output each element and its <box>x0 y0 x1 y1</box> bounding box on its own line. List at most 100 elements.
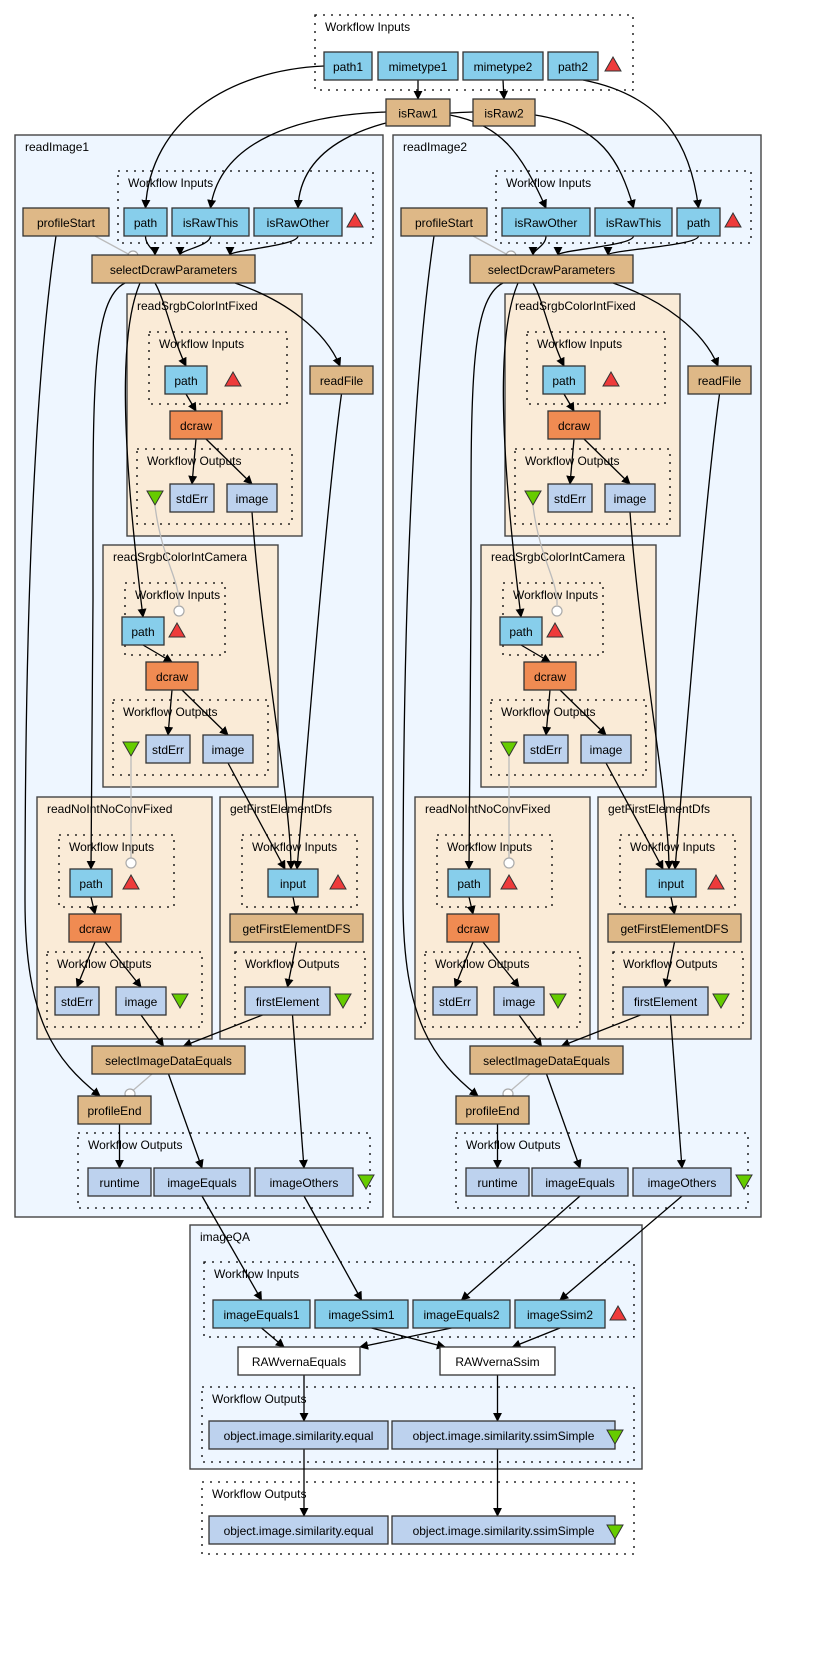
bottom-output-equal[interactable]: object.image.similarity.equal <box>208 1515 389 1545</box>
readImage2-profileStart[interactable]: profileStart <box>400 207 488 237</box>
readImage1-readSrgbColorIntFixed-input[interactable]: path <box>164 365 208 395</box>
readImage1-readFile-box[interactable] <box>309 365 374 395</box>
readImage1-input-path-box[interactable] <box>123 207 168 237</box>
readImage2-profileEnd[interactable]: profileEnd <box>455 1095 530 1125</box>
readImage2-getFirstElementDfs-output-0-box[interactable] <box>622 986 709 1016</box>
readImage1-readFile[interactable]: readFile <box>309 365 374 395</box>
readImage2-readSrgbColorIntCamera-output-1[interactable]: image <box>580 734 632 764</box>
readImage1-readSrgbColorIntCamera-tool[interactable]: dcraw <box>145 661 199 691</box>
readImage1-readNoIntNoConvFixed-output-1-box[interactable] <box>115 986 167 1016</box>
readImage1-readSrgbColorIntCamera-input-box[interactable] <box>121 616 165 646</box>
readImage1-readSrgbColorIntFixed-output-1[interactable]: image <box>226 483 278 513</box>
readImage2-readSrgbColorIntFixed-tool[interactable]: dcraw <box>547 410 601 440</box>
readImage1-readSrgbColorIntCamera-input[interactable]: path <box>121 616 165 646</box>
input-path2[interactable]: path2 <box>547 51 599 81</box>
readImage2-output-imageEquals-box[interactable] <box>531 1167 629 1197</box>
imageQA-input-imageEquals2-box[interactable] <box>412 1299 511 1329</box>
readImage2-readSrgbColorIntCamera-output-1-box[interactable] <box>580 734 632 764</box>
readImage1-output-imageEquals[interactable]: imageEquals <box>153 1167 251 1197</box>
imageQA-input-imageSsim2[interactable]: imageSsim2 <box>514 1299 606 1329</box>
readImage2-readSrgbColorIntFixed-output-0-box[interactable] <box>547 483 593 513</box>
readImage2-readNoIntNoConvFixed-input[interactable]: path <box>447 868 491 898</box>
readImage2-getFirstElementDfs-tool[interactable]: getFirstElementDFS <box>607 913 742 943</box>
readImage1-readSrgbColorIntCamera-output-0[interactable]: stdErr <box>145 734 191 764</box>
step-isRaw1-box[interactable] <box>385 98 451 127</box>
readImage1-input-isRawOther[interactable]: isRawOther <box>253 207 343 237</box>
readImage2-input-path-box[interactable] <box>676 207 721 237</box>
readImage1-input-isRawThis-box[interactable] <box>171 207 250 237</box>
readImage2-readNoIntNoConvFixed-output-1[interactable]: image <box>493 986 545 1016</box>
readImage1-output-imageOthers[interactable]: imageOthers <box>254 1167 354 1197</box>
readImage1-readSrgbColorIntCamera-output-1-box[interactable] <box>202 734 254 764</box>
input-mimetype1[interactable]: mimetype1 <box>377 51 459 81</box>
readImage2-output-imageOthers[interactable]: imageOthers <box>632 1167 732 1197</box>
readImage2-readSrgbColorIntCamera-input-box[interactable] <box>499 616 543 646</box>
imageQA-output-equal[interactable]: object.image.similarity.equal <box>208 1420 389 1450</box>
imageQA-input-imageSsim1[interactable]: imageSsim1 <box>314 1299 409 1329</box>
readImage1-readSrgbColorIntFixed-output-0[interactable]: stdErr <box>169 483 215 513</box>
readImage2-getFirstElementDfs-tool-box[interactable] <box>607 913 742 943</box>
readImage1-getFirstElementDfs-tool[interactable]: getFirstElementDFS <box>229 913 364 943</box>
readImage2-profileEnd-box[interactable] <box>455 1095 530 1125</box>
readImage1-readSrgbColorIntFixed-output-1-box[interactable] <box>226 483 278 513</box>
input-mimetype1-box[interactable] <box>377 51 459 81</box>
readImage1-readSrgbColorIntFixed-output-0-box[interactable] <box>169 483 215 513</box>
imageQA-output-ssimSimple[interactable]: object.image.similarity.ssimSimple <box>391 1420 616 1450</box>
imageQA-input-imageEquals1-box[interactable] <box>212 1299 311 1329</box>
readImage2-selectDcrawParameters[interactable]: selectDcrawParameters <box>469 254 634 284</box>
readImage1-profileStart[interactable]: profileStart <box>22 207 110 237</box>
readImage1-readSrgbColorIntFixed-input-box[interactable] <box>164 365 208 395</box>
bottom-output-ssimSimple-box[interactable] <box>391 1515 616 1545</box>
readImage2-readNoIntNoConvFixed-output-0[interactable]: stdErr <box>432 986 478 1016</box>
readImage1-input-isRawThis[interactable]: isRawThis <box>171 207 250 237</box>
readImage1-input-isRawOther-box[interactable] <box>253 207 343 237</box>
imageQA-input-imageSsim1-box[interactable] <box>314 1299 409 1329</box>
readImage1-profileEnd[interactable]: profileEnd <box>77 1095 152 1125</box>
readImage2-getFirstElementDfs-input-box[interactable] <box>645 868 697 898</box>
readImage1-selectDcrawParameters[interactable]: selectDcrawParameters <box>91 254 256 284</box>
readImage1-readNoIntNoConvFixed-output-0[interactable]: stdErr <box>54 986 100 1016</box>
readImage2-readNoIntNoConvFixed-tool[interactable]: dcraw <box>446 913 500 943</box>
readImage1-output-runtime-box[interactable] <box>87 1167 152 1197</box>
input-path1-box[interactable] <box>323 51 373 81</box>
readImage2-selectImageDataEquals-box[interactable] <box>469 1045 624 1075</box>
readImage2-selectImageDataEquals[interactable]: selectImageDataEquals <box>469 1045 624 1075</box>
readImage1-readNoIntNoConvFixed-tool[interactable]: dcraw <box>68 913 122 943</box>
readImage1-getFirstElementDfs-output-0-box[interactable] <box>244 986 331 1016</box>
imageQA-step-RAWvernaEquals-box[interactable] <box>237 1346 361 1376</box>
imageQA-output-ssimSimple-box[interactable] <box>391 1420 616 1450</box>
readImage2-output-runtime-box[interactable] <box>465 1167 530 1197</box>
input-path2-box[interactable] <box>547 51 599 81</box>
imageQA-step-RAWvernaEquals[interactable]: RAWvernaEquals <box>237 1346 361 1376</box>
step-isRaw1[interactable]: isRaw1 <box>385 98 451 127</box>
readImage2-readNoIntNoConvFixed-input-box[interactable] <box>447 868 491 898</box>
readImage2-readNoIntNoConvFixed-output-1-box[interactable] <box>493 986 545 1016</box>
readImage1-input-path[interactable]: path <box>123 207 168 237</box>
readImage1-profileEnd-box[interactable] <box>77 1095 152 1125</box>
readImage1-selectDcrawParameters-box[interactable] <box>91 254 256 284</box>
readImage1-readSrgbColorIntFixed-tool-box[interactable] <box>169 410 223 440</box>
readImage2-readFile-box[interactable] <box>687 365 752 395</box>
imageQA-input-imageSsim2-box[interactable] <box>514 1299 606 1329</box>
readImage2-input-isRawOther[interactable]: isRawOther <box>501 207 591 237</box>
readImage1-output-runtime[interactable]: runtime <box>87 1167 152 1197</box>
readImage2-output-imageEquals[interactable]: imageEquals <box>531 1167 629 1197</box>
bottom-output-ssimSimple[interactable]: object.image.similarity.ssimSimple <box>391 1515 616 1545</box>
readImage2-input-path[interactable]: path <box>676 207 721 237</box>
imageQA-step-RAWvernaSsim[interactable]: RAWvernaSsim <box>439 1346 556 1376</box>
readImage2-readFile[interactable]: readFile <box>687 365 752 395</box>
readImage2-input-isRawThis[interactable]: isRawThis <box>594 207 673 237</box>
readImage2-output-runtime[interactable]: runtime <box>465 1167 530 1197</box>
readImage1-getFirstElementDfs-input-box[interactable] <box>267 868 319 898</box>
readImage1-getFirstElementDfs-tool-box[interactable] <box>229 913 364 943</box>
imageQA-input-imageEquals1[interactable]: imageEquals1 <box>212 1299 311 1329</box>
readImage1-readSrgbColorIntCamera-output-1[interactable]: image <box>202 734 254 764</box>
step-isRaw2-box[interactable] <box>472 98 536 127</box>
readImage2-readSrgbColorIntFixed-input-box[interactable] <box>542 365 586 395</box>
input-mimetype2[interactable]: mimetype2 <box>462 51 544 81</box>
readImage2-getFirstElementDfs-input[interactable]: input <box>645 868 697 898</box>
readImage2-readSrgbColorIntFixed-input[interactable]: path <box>542 365 586 395</box>
readImage1-readNoIntNoConvFixed-tool-box[interactable] <box>68 913 122 943</box>
readImage2-readSrgbColorIntFixed-output-0[interactable]: stdErr <box>547 483 593 513</box>
readImage1-selectImageDataEquals[interactable]: selectImageDataEquals <box>91 1045 246 1075</box>
